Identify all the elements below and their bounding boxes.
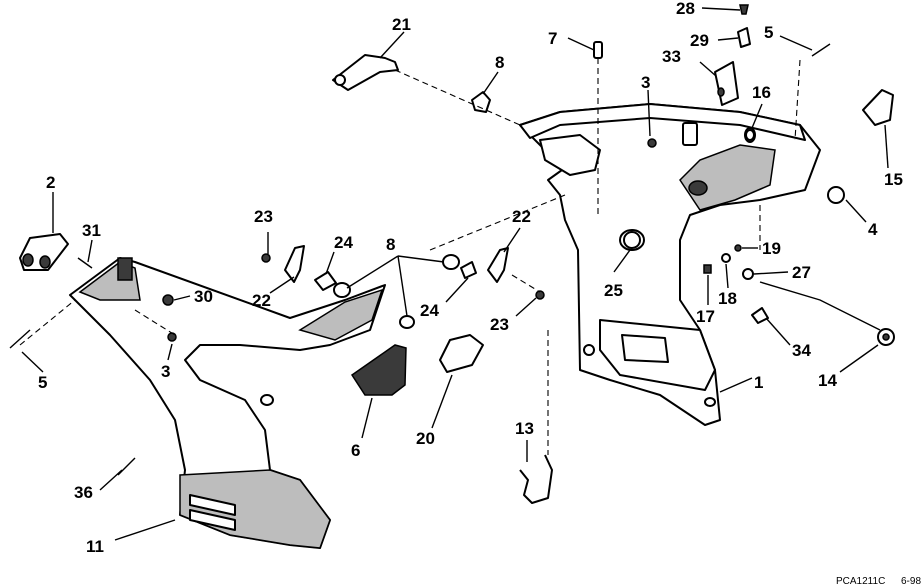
part-24-washer bbox=[314, 271, 337, 291]
part-29-nut bbox=[737, 27, 751, 48]
leader-lines bbox=[21, 7, 889, 541]
part-22-clip bbox=[284, 245, 305, 283]
part-4-grommet bbox=[827, 186, 845, 204]
part-8-bushing-top bbox=[471, 91, 491, 113]
callout-31: 31 bbox=[82, 221, 101, 240]
callout-17: 17 bbox=[696, 307, 715, 326]
callout-23-left: 23 bbox=[254, 207, 273, 226]
callout-16: 16 bbox=[752, 83, 771, 102]
callout-20: 20 bbox=[416, 429, 435, 448]
callout-25: 25 bbox=[604, 281, 623, 300]
callout-3-left: 3 bbox=[161, 362, 170, 381]
part-21-lever bbox=[332, 54, 399, 91]
callout-2: 2 bbox=[46, 173, 55, 192]
callout-22-right: 22 bbox=[512, 207, 531, 226]
part-3-screw bbox=[647, 138, 657, 148]
callout-5-left: 5 bbox=[38, 373, 47, 392]
code-right: 6-98 bbox=[901, 576, 921, 587]
callout-30: 30 bbox=[194, 287, 213, 306]
callout-24-right: 24 bbox=[420, 301, 439, 320]
callout-5-top: 5 bbox=[764, 23, 773, 42]
part-14-cable bbox=[759, 281, 881, 331]
callout-21: 21 bbox=[392, 15, 411, 34]
part-28-screw bbox=[739, 4, 749, 15]
part-8-bushing bbox=[442, 254, 460, 270]
callout-3-top: 3 bbox=[641, 73, 650, 92]
callout-29: 29 bbox=[690, 31, 709, 50]
callout-11: 11 bbox=[86, 537, 104, 556]
part-20-handle bbox=[439, 334, 484, 373]
part-16-grommet bbox=[745, 129, 755, 141]
part-31-screw bbox=[77, 257, 93, 269]
part-6-handle bbox=[350, 344, 407, 396]
callout-33: 33 bbox=[662, 47, 681, 66]
callout-labels: 1 2 3 3 4 5 5 6 7 8 8 11 13 14 15 16 17 … bbox=[38, 0, 903, 556]
callout-34: 34 bbox=[792, 341, 811, 360]
part-33-block bbox=[714, 61, 739, 106]
small-parts bbox=[9, 4, 895, 504]
drawing-code: PCA1211C 6-98 bbox=[836, 576, 921, 587]
assembly-lines bbox=[19, 58, 801, 455]
lower-cowl-right bbox=[519, 103, 821, 426]
part-15-bracket bbox=[862, 89, 894, 126]
part-5-screw bbox=[9, 329, 31, 349]
callout-6: 6 bbox=[351, 441, 360, 460]
callout-15: 15 bbox=[884, 170, 903, 189]
code-left: PCA1211C bbox=[836, 576, 885, 587]
callout-23-right: 23 bbox=[490, 315, 509, 334]
callout-28: 28 bbox=[676, 0, 695, 18]
callout-13: 13 bbox=[515, 419, 534, 438]
part-34-clip bbox=[751, 307, 769, 324]
part-25-grommet bbox=[623, 231, 641, 249]
part-36-screw bbox=[117, 457, 136, 476]
callout-7: 7 bbox=[548, 29, 557, 48]
callout-8-top: 8 bbox=[495, 53, 504, 72]
callout-18: 18 bbox=[718, 289, 737, 308]
callout-1: 1 bbox=[754, 373, 763, 392]
callout-8-mid: 8 bbox=[386, 235, 395, 254]
part-18-washer bbox=[721, 253, 731, 263]
part-13-hose bbox=[519, 454, 553, 504]
callout-24-left: 24 bbox=[334, 233, 353, 252]
callout-22-left: 22 bbox=[252, 291, 271, 310]
part-19-nut bbox=[734, 244, 742, 252]
callout-27: 27 bbox=[792, 263, 811, 282]
part-23-screw bbox=[261, 253, 271, 263]
part-7-pin bbox=[593, 41, 603, 59]
part-27-nut bbox=[742, 268, 754, 280]
part-17-screw bbox=[703, 264, 712, 274]
callout-14: 14 bbox=[818, 371, 837, 390]
part-30-nut bbox=[162, 294, 174, 306]
lower-cowl-left bbox=[69, 257, 386, 549]
callout-4: 4 bbox=[868, 220, 878, 239]
callout-36: 36 bbox=[74, 483, 93, 502]
callout-19: 19 bbox=[762, 239, 781, 258]
